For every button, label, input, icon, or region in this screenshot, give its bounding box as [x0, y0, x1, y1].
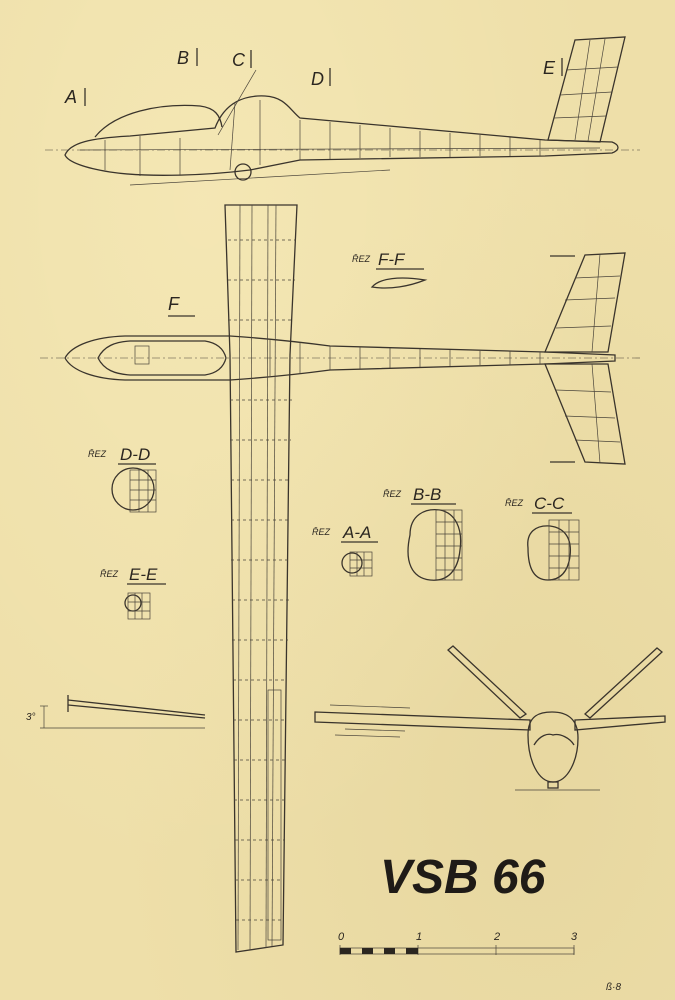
plan-view: F	[40, 204, 640, 953]
station-label-a: A	[64, 87, 77, 107]
section-b-b-label: B-B	[413, 485, 441, 504]
section-c-c: ŘEZ C-C	[505, 494, 580, 581]
section-c-c-prefix: ŘEZ	[505, 498, 524, 508]
section-d-d: ŘEZ D-D	[88, 445, 157, 513]
station-label-b: B	[177, 48, 189, 68]
section-d-d-prefix: ŘEZ	[88, 449, 107, 459]
station-marker-b: B	[177, 48, 198, 68]
station-marker-c: C	[217, 50, 257, 136]
station-label-c: C	[232, 50, 246, 70]
view-label-f-text: F	[168, 294, 180, 314]
scale-tick-2: 2	[493, 931, 500, 943]
side-view: A B C D E	[45, 36, 640, 186]
section-a-a-label: A-A	[342, 523, 371, 542]
station-label-d: D	[311, 69, 324, 89]
section-b-b: ŘEZ B-B	[383, 485, 463, 581]
section-f-f-label: F-F	[378, 250, 406, 269]
section-a-a: ŘEZ A-A	[312, 523, 378, 577]
section-c-c-label: C-C	[534, 494, 565, 513]
section-b-b-prefix: ŘEZ	[383, 489, 402, 499]
dihedral-detail: 3°	[26, 695, 206, 729]
section-e-e-prefix: ŘEZ	[100, 569, 119, 579]
section-f-f: ŘEZ F-F	[352, 250, 428, 289]
station-marker-e: E	[543, 58, 563, 78]
section-a-a-prefix: ŘEZ	[312, 527, 331, 537]
scale-tick-3: 3	[571, 931, 578, 943]
front-view	[314, 645, 666, 791]
section-e-e-label: E-E	[129, 565, 158, 584]
scale-bar: 0 1 2 3	[338, 931, 578, 955]
dihedral-label: 3°	[26, 712, 36, 723]
section-d-d-label: D-D	[120, 445, 150, 464]
scale-tick-1: 1	[416, 931, 422, 943]
station-marker-d: D	[311, 68, 331, 89]
view-label-f: F	[168, 294, 195, 317]
station-marker-a: A	[64, 87, 86, 107]
corner-mark: ß·8	[606, 982, 621, 993]
scale-tick-0: 0	[338, 931, 345, 943]
station-label-e: E	[543, 58, 556, 78]
section-e-e: ŘEZ E-E	[100, 565, 166, 620]
drawing-title: VSB 66	[380, 851, 546, 904]
section-f-f-prefix: ŘEZ	[352, 254, 371, 264]
